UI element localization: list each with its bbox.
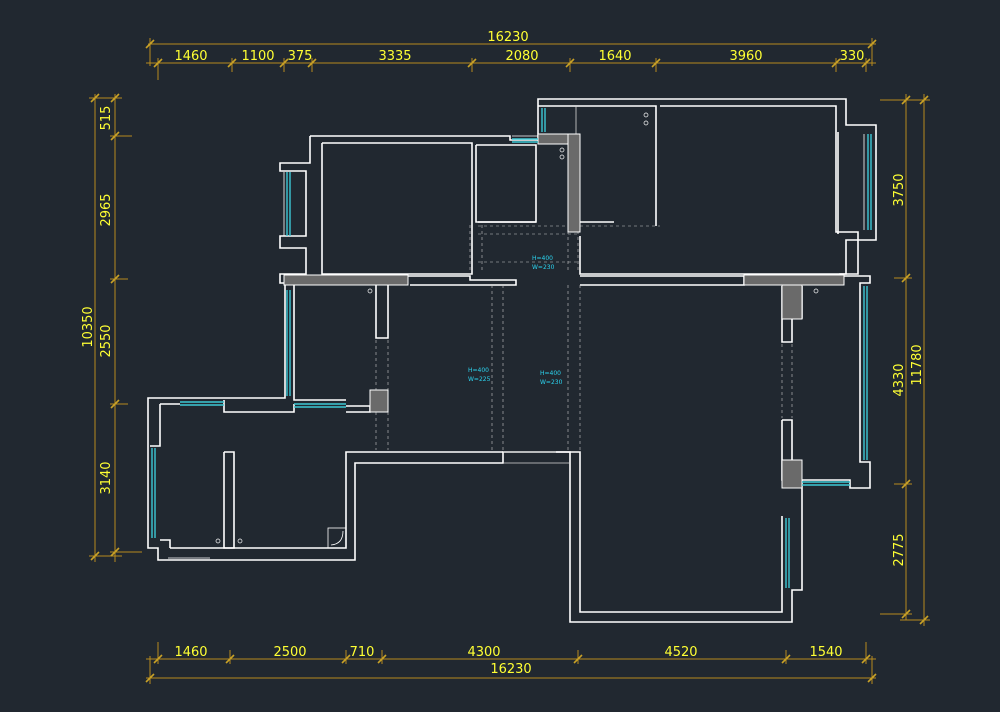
inner-wall (150, 404, 161, 447)
drain-icon (643, 112, 649, 118)
inner-wall (375, 285, 389, 339)
top-segment-label: 3960 (729, 49, 762, 64)
inner-wall (170, 451, 382, 549)
windows (151, 108, 872, 588)
beam-width-label: W=230 (540, 379, 563, 386)
inner-wall (475, 144, 537, 223)
right-segment-label: 4330 (892, 363, 907, 396)
dimension-ticks (90, 39, 929, 683)
drain-icon (367, 288, 373, 294)
top-segment-label: 1640 (598, 49, 631, 64)
left-segment-label: 3140 (99, 461, 114, 494)
column (567, 133, 581, 233)
bottom-total-label: 16230 (490, 662, 531, 677)
left-segment-label: 515 (99, 106, 114, 131)
drain-icon (237, 538, 243, 544)
top-segment-label: 330 (840, 49, 865, 64)
inner-wall (556, 451, 783, 613)
beam-width-label: W=230 (532, 264, 555, 271)
beam-width-label: W=225 (468, 376, 491, 383)
beam-height-label: H=400 (532, 255, 553, 262)
inner-wall (346, 405, 371, 413)
drain-icon (813, 288, 819, 294)
outer-wall (147, 98, 877, 623)
bottom-segment-label: 710 (350, 645, 375, 660)
drain-icon (215, 538, 221, 544)
shower-icon (327, 527, 347, 549)
inner-wall (580, 275, 745, 286)
drain-icon (559, 154, 565, 160)
dimension-labels: 16230 1460 1100 375 3335 2080 1640 3960 … (81, 30, 925, 677)
inner-wall (321, 142, 473, 275)
beam-annotations: H=400 W=230 H=400 W=225 H=400 W=230 (468, 255, 563, 386)
dimension-lines (89, 38, 930, 684)
inner-wall (160, 539, 171, 548)
top-total-label: 16230 (487, 30, 528, 45)
beam-height-label: H=400 (540, 370, 561, 377)
left-total-label: 10350 (81, 306, 96, 347)
column (369, 389, 389, 413)
bottom-segment-label: 1460 (174, 645, 207, 660)
columns (283, 133, 845, 489)
column (781, 459, 803, 489)
left-segment-label: 2965 (99, 193, 114, 226)
top-segment-label: 375 (288, 49, 313, 64)
hidden-lines (375, 106, 793, 464)
bottom-segment-label: 2500 (273, 645, 306, 660)
right-segment-label: 3750 (892, 173, 907, 206)
top-segment-label: 1460 (174, 49, 207, 64)
bottom-segment-label: 4520 (664, 645, 697, 660)
top-segment-label: 1100 (241, 49, 274, 64)
column (743, 274, 845, 286)
top-segment-label: 3335 (378, 49, 411, 64)
right-segment-label: 2775 (892, 533, 907, 566)
top-segment-label: 2080 (505, 49, 538, 64)
inner-wall (286, 275, 517, 286)
drain-icon (643, 120, 649, 126)
bottom-segment-label: 4300 (467, 645, 500, 660)
beam-height-label: H=400 (468, 367, 489, 374)
inner-wall (223, 400, 295, 413)
drain-icon (559, 147, 565, 153)
left-segment-label: 2550 (99, 324, 114, 357)
column (781, 284, 803, 320)
fixtures (168, 112, 819, 559)
inner-wall (223, 451, 235, 549)
inner-wall (579, 105, 859, 275)
inner-wall (293, 285, 346, 401)
right-total-label: 11780 (910, 344, 925, 385)
walls (147, 98, 877, 623)
inner-wall (538, 105, 657, 226)
column (283, 274, 409, 286)
bottom-segment-label: 1540 (809, 645, 842, 660)
